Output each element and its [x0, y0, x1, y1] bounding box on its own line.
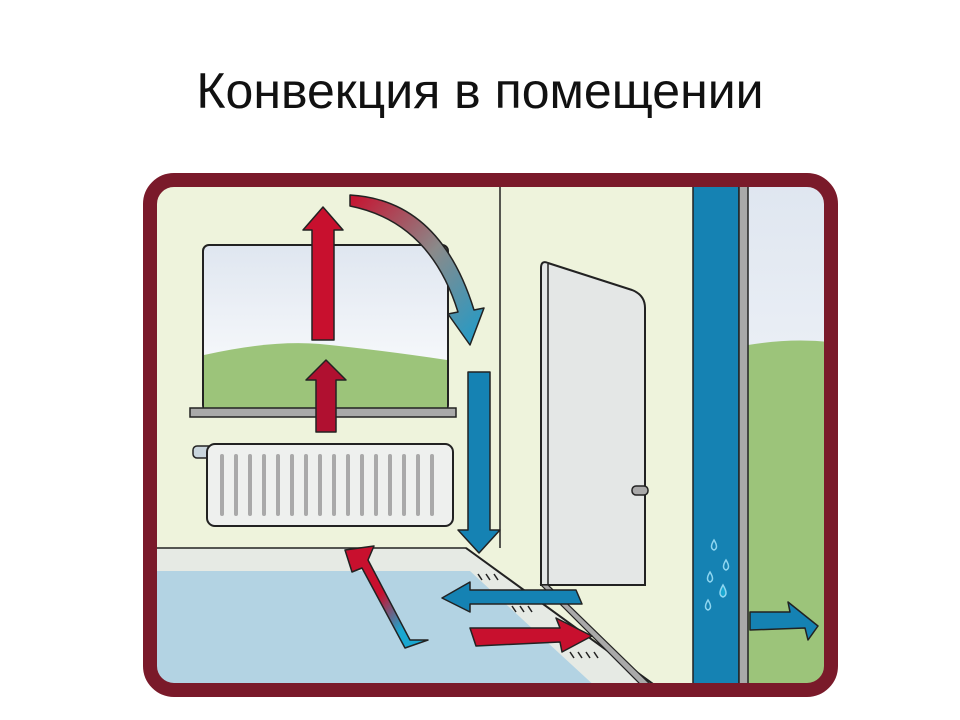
warm-air-rising-arrow	[305, 359, 347, 433]
slide-title: Конвекция в помещении	[196, 63, 764, 119]
door	[539, 261, 657, 689]
warm-air-up-arrow	[302, 206, 344, 341]
cold-outer-wall	[692, 181, 740, 689]
floor-hatching	[477, 573, 599, 659]
cold-air-down-arrow	[457, 371, 501, 554]
warm-draft-right-arrow	[469, 617, 593, 653]
radiator	[192, 443, 454, 527]
condensation-drops-icon	[704, 538, 730, 611]
outside-cold-arrow	[749, 601, 819, 641]
outside-grass	[748, 340, 830, 689]
cooling-curve-arrow	[349, 194, 485, 346]
door-handle	[631, 485, 649, 496]
mixed-air-diagonal-arrow	[344, 545, 429, 649]
cold-draft-left-arrow	[441, 581, 583, 613]
wall-frame	[738, 181, 749, 689]
illustration-frame	[143, 173, 838, 697]
